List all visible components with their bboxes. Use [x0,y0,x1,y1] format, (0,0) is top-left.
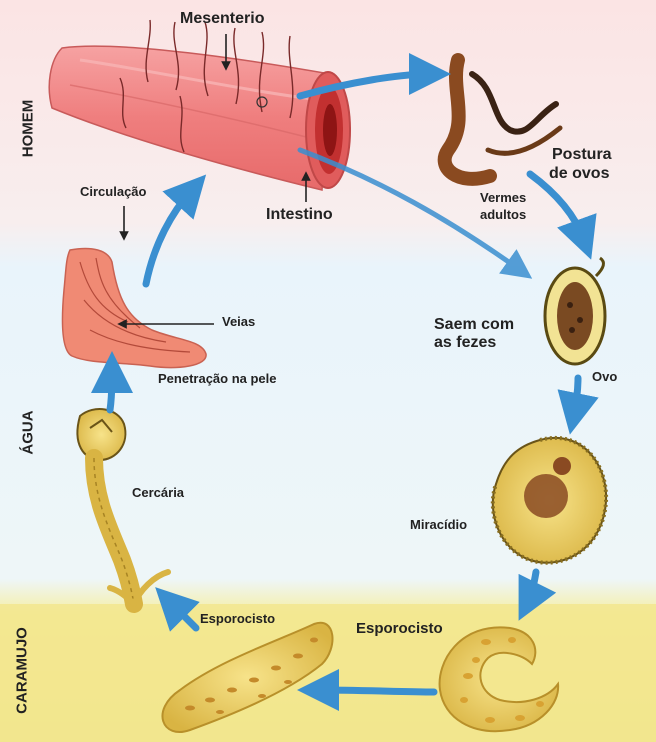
label-esporocisto-large: Esporocisto [200,612,275,627]
zone-label-homem: HOMEM [20,95,37,163]
label-ovo: Ovo [592,370,617,385]
label-postura-line2: de ovos [549,165,609,183]
label-penetracao: Penetração na pele [158,372,277,387]
label-vermes-line1: Vermes [480,191,526,206]
label-veias: Veias [222,315,255,330]
zone-label-agua: ÁGUA [20,409,37,457]
zone-label-caramujo: CARAMUJO [14,621,31,721]
label-circulacao: Circulação [80,185,146,200]
label-miracidio: Miracídio [410,518,467,533]
label-esporocisto-snail: Esporocisto [356,620,443,637]
label-cercaria: Cercária [132,486,184,501]
label-postura-line1: Postura [552,146,612,164]
label-saem-line2: as fezes [434,334,496,352]
label-mesenterio: Mesenterio [180,10,264,28]
miracidium [493,438,606,563]
label-intestino: Intestino [266,206,333,224]
label-vermes-line2: adultos [480,208,526,223]
label-saem-line1: Saem com [434,316,514,334]
